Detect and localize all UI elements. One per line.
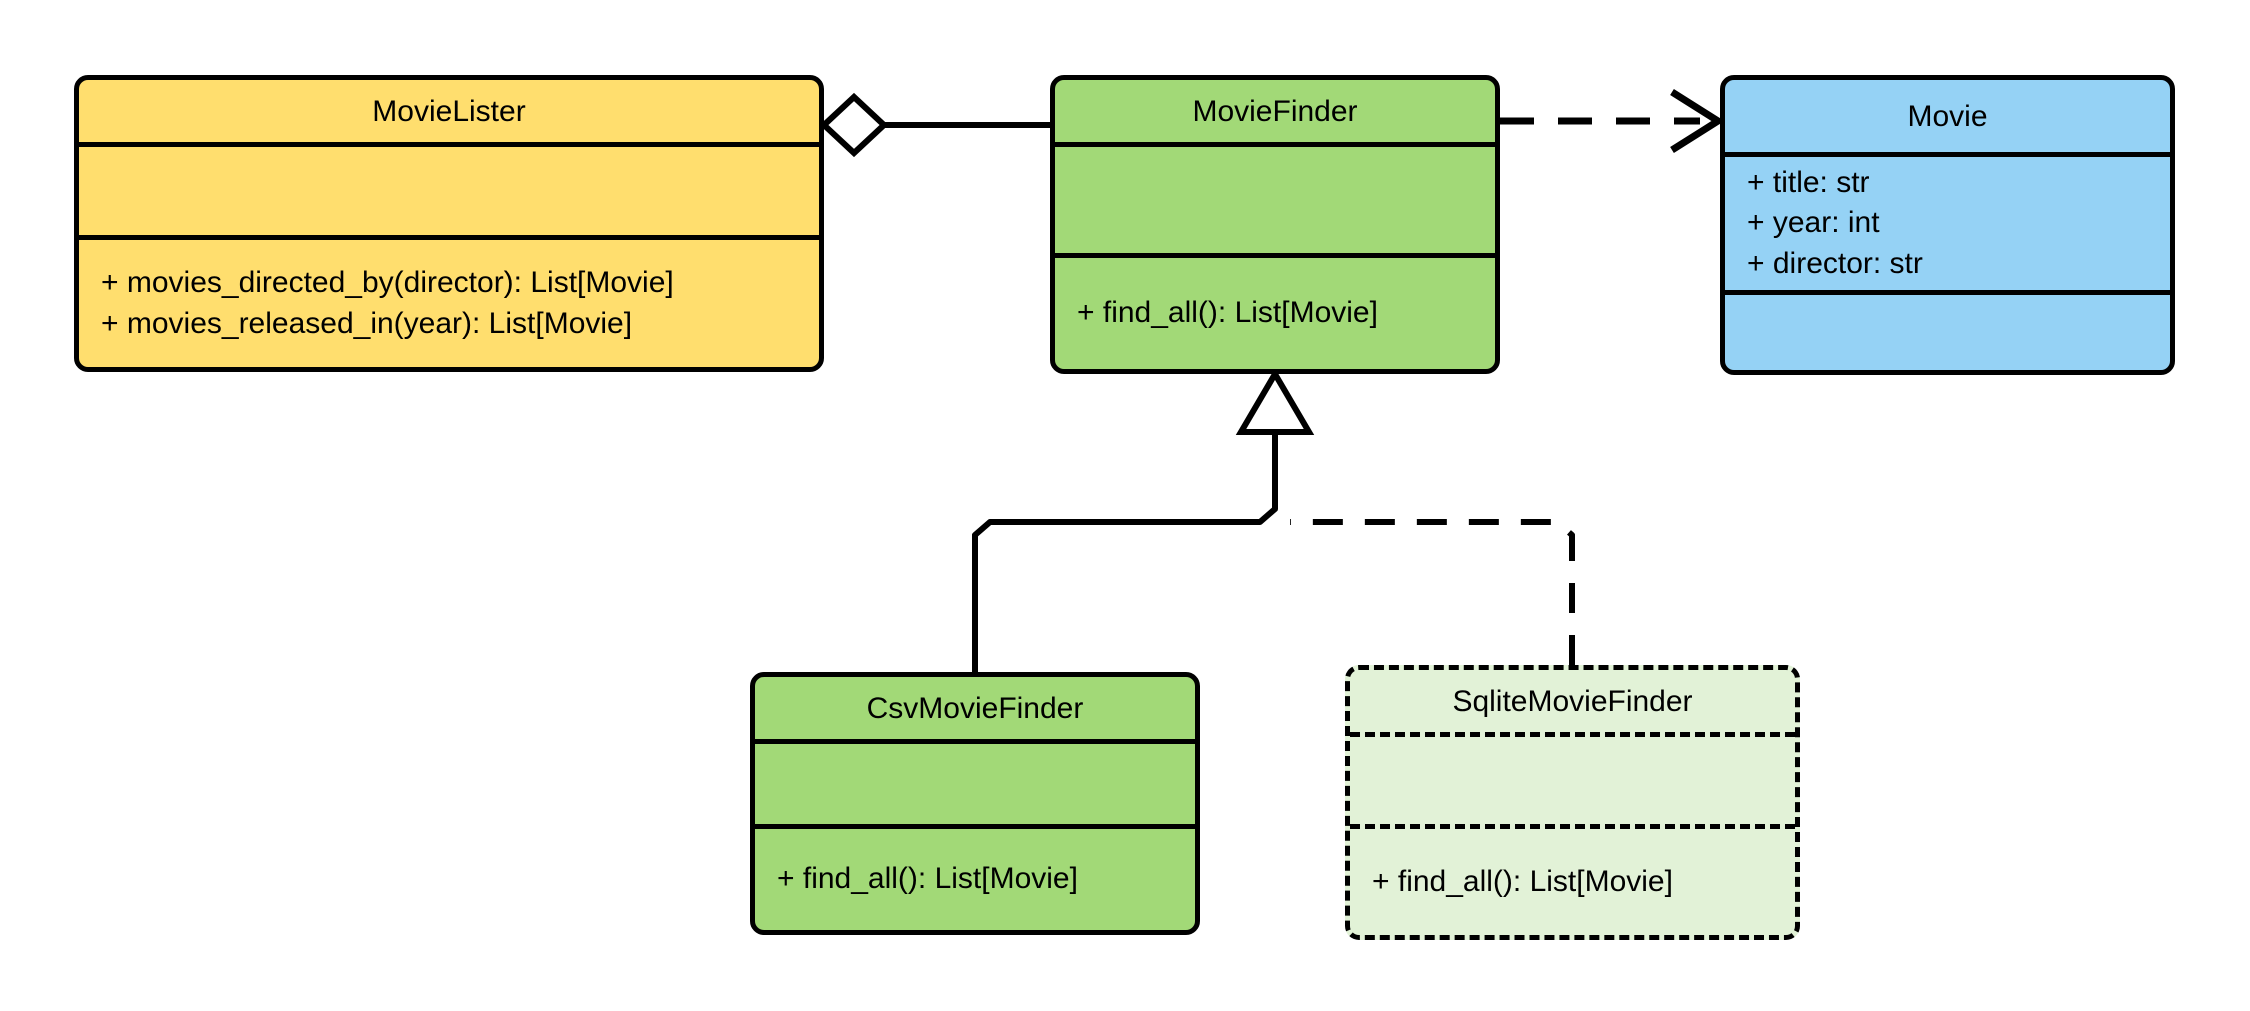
class-name-compartment: MovieFinder [1055, 80, 1495, 142]
generalization-line-csv [972, 418, 1278, 672]
class-name-compartment: SqliteMovieFinder [1350, 670, 1795, 732]
attributes-compartment [1055, 142, 1495, 253]
attributes-compartment [755, 739, 1195, 824]
class-name-label: MovieLister [372, 94, 526, 128]
class-name-compartment: MovieLister [79, 80, 819, 142]
relationship-generalization-csvmoviefinder-moviefinder[interactable] [972, 418, 1278, 672]
class-name-label: Movie [1907, 99, 1988, 133]
class-name-label: SqliteMovieFinder [1452, 684, 1693, 718]
uml-class-moviefinder[interactable]: MovieFinder + find_all(): List[Movie] [1050, 75, 1500, 374]
uml-class-movie[interactable]: Movie + title: str + year: int + directo… [1720, 75, 2175, 375]
attributes-compartment [79, 142, 819, 235]
methods-compartment: + find_all(): List[Movie] [755, 824, 1195, 930]
class-name-label: CsvMovieFinder [866, 691, 1084, 725]
class-name-compartment: Movie [1725, 80, 2170, 152]
relationship-generalization-sqlitemoviefinder-moviefinder[interactable] [1290, 519, 1575, 665]
methods-compartment: + find_all(): List[Movie] [1350, 824, 1795, 935]
method-item: + movies_released_in(year): List[Movie] [101, 306, 633, 340]
hollow-diamond-icon [819, 92, 889, 158]
attributes-compartment: + title: str + year: int + director: str [1725, 152, 2170, 290]
method-item: + find_all(): List[Movie] [777, 862, 1078, 896]
open-arrow-icon [1670, 89, 1725, 153]
class-name-label: MovieFinder [1192, 94, 1358, 128]
method-item: + find_all(): List[Movie] [1372, 864, 1673, 898]
class-name-compartment: CsvMovieFinder [755, 677, 1195, 739]
uml-class-movielister[interactable]: MovieLister + movies_directed_by(directo… [74, 75, 824, 372]
relationship-dependency-moviefinder-movie[interactable] [1500, 89, 1725, 153]
methods-compartment [1725, 290, 2170, 370]
attribute-item: + director: str [1747, 246, 1923, 280]
methods-compartment: + find_all(): List[Movie] [1055, 253, 1495, 369]
method-item: + find_all(): List[Movie] [1077, 296, 1378, 330]
hollow-triangle-icon [1235, 368, 1315, 435]
method-item: + movies_directed_by(director): List[Mov… [101, 266, 674, 299]
attribute-item: + year: int [1747, 206, 1880, 240]
generalization-line-sqlite [1290, 519, 1575, 665]
uml-class-csvmoviefinder[interactable]: CsvMovieFinder + find_all(): List[Movie] [750, 672, 1200, 935]
attributes-compartment [1350, 732, 1795, 824]
relationship-aggregation-movielister-moviefinder[interactable] [819, 92, 1050, 158]
attribute-item: + title: str [1747, 165, 1870, 199]
methods-compartment: + movies_directed_by(director): List[Mov… [79, 235, 819, 367]
uml-class-sqlitemoviefinder[interactable]: SqliteMovieFinder + find_all(): List[Mov… [1345, 665, 1800, 940]
